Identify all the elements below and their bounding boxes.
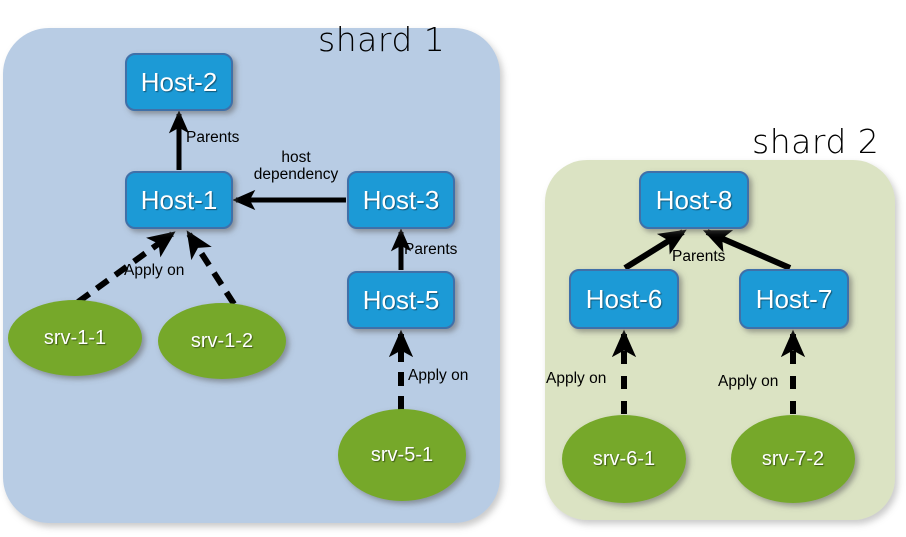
host-node-host-2[interactable] [125, 53, 233, 111]
label-apply-on-host1: Apply on [124, 262, 185, 279]
host-node-host-1[interactable] [125, 171, 233, 229]
service-node-srv-1-2[interactable] [158, 303, 286, 379]
edge-host7-to-host8 [702, 229, 792, 271]
label-apply-on-host6: Apply on [546, 370, 607, 387]
label-parents-host2: Parents [186, 129, 240, 146]
service-node-srv-5-1[interactable] [338, 409, 466, 501]
host-node-host-7[interactable] [739, 269, 849, 329]
host-node-host-6[interactable] [569, 269, 679, 329]
service-node-srv-1-1[interactable] [8, 300, 142, 376]
host-nodes [125, 53, 849, 329]
shard-panel-shard1 [3, 28, 500, 523]
label-parents-host3: Parents [404, 241, 458, 258]
host-node-host-8[interactable] [639, 171, 749, 229]
edge-layer [76, 110, 806, 414]
service-node-srv-6-1[interactable] [562, 415, 686, 503]
edge-host6-to-host8 [623, 229, 687, 271]
label-apply-on-host7: Apply on [718, 373, 779, 390]
label-host-dependency: host dependency [253, 149, 339, 184]
shard-title-shard2: shard 2 [752, 122, 880, 161]
service-nodes [8, 300, 855, 503]
shard-title-shard1: shard 1 [318, 20, 446, 59]
edge-srv12-to-host1 [186, 230, 237, 306]
label-apply-on-host5: Apply on [408, 367, 469, 384]
host-node-host-3[interactable] [347, 171, 455, 229]
label-parents-host8: Parents [672, 248, 726, 265]
edge-srv11-to-host1 [76, 231, 176, 305]
service-node-srv-7-2[interactable] [731, 415, 855, 503]
host-node-host-5[interactable] [347, 271, 455, 329]
